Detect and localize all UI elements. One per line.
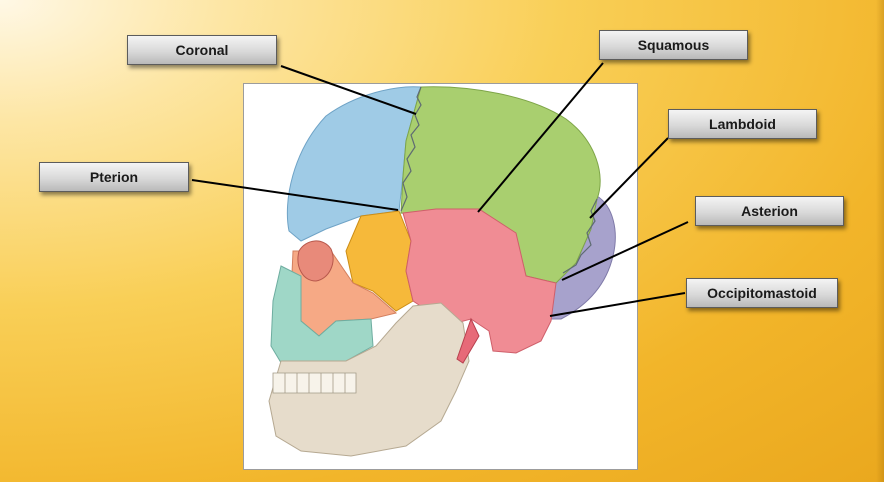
skull-illustration: [268, 86, 616, 457]
pterion-leader-line: [191, 179, 399, 211]
teeth-separators: [284, 373, 346, 393]
pterion-label: Pterion: [39, 162, 189, 192]
slide-edge-shadow: [876, 0, 884, 482]
frontal-bone: [286, 86, 422, 242]
maxilla-bone: [270, 265, 374, 370]
skull-image-panel: [243, 83, 638, 470]
coronal-leader-line: [280, 65, 417, 115]
mandible-bone: [268, 302, 470, 457]
occipitomastoid-leader-line: [549, 292, 686, 317]
coronal-label: Coronal: [127, 35, 277, 65]
styloid-process: [456, 317, 480, 364]
squamous-leader-line: [477, 62, 604, 213]
occipital-bone: [548, 195, 616, 320]
lambdoid-label: Lambdoid: [668, 109, 817, 139]
asterion-leader-line: [561, 221, 689, 281]
teeth-row: [272, 372, 357, 394]
orbit: [297, 240, 334, 282]
sphenoid-bone: [345, 210, 414, 312]
occipitomastoid-label: Occipitomastoid: [686, 278, 838, 308]
lambdoid-leader-line: [589, 137, 669, 219]
asterion-label: Asterion: [695, 196, 844, 226]
squamous-label: Squamous: [599, 30, 748, 60]
lambdoid-suture-line: [562, 198, 598, 274]
coronal-suture-line: [400, 86, 422, 212]
